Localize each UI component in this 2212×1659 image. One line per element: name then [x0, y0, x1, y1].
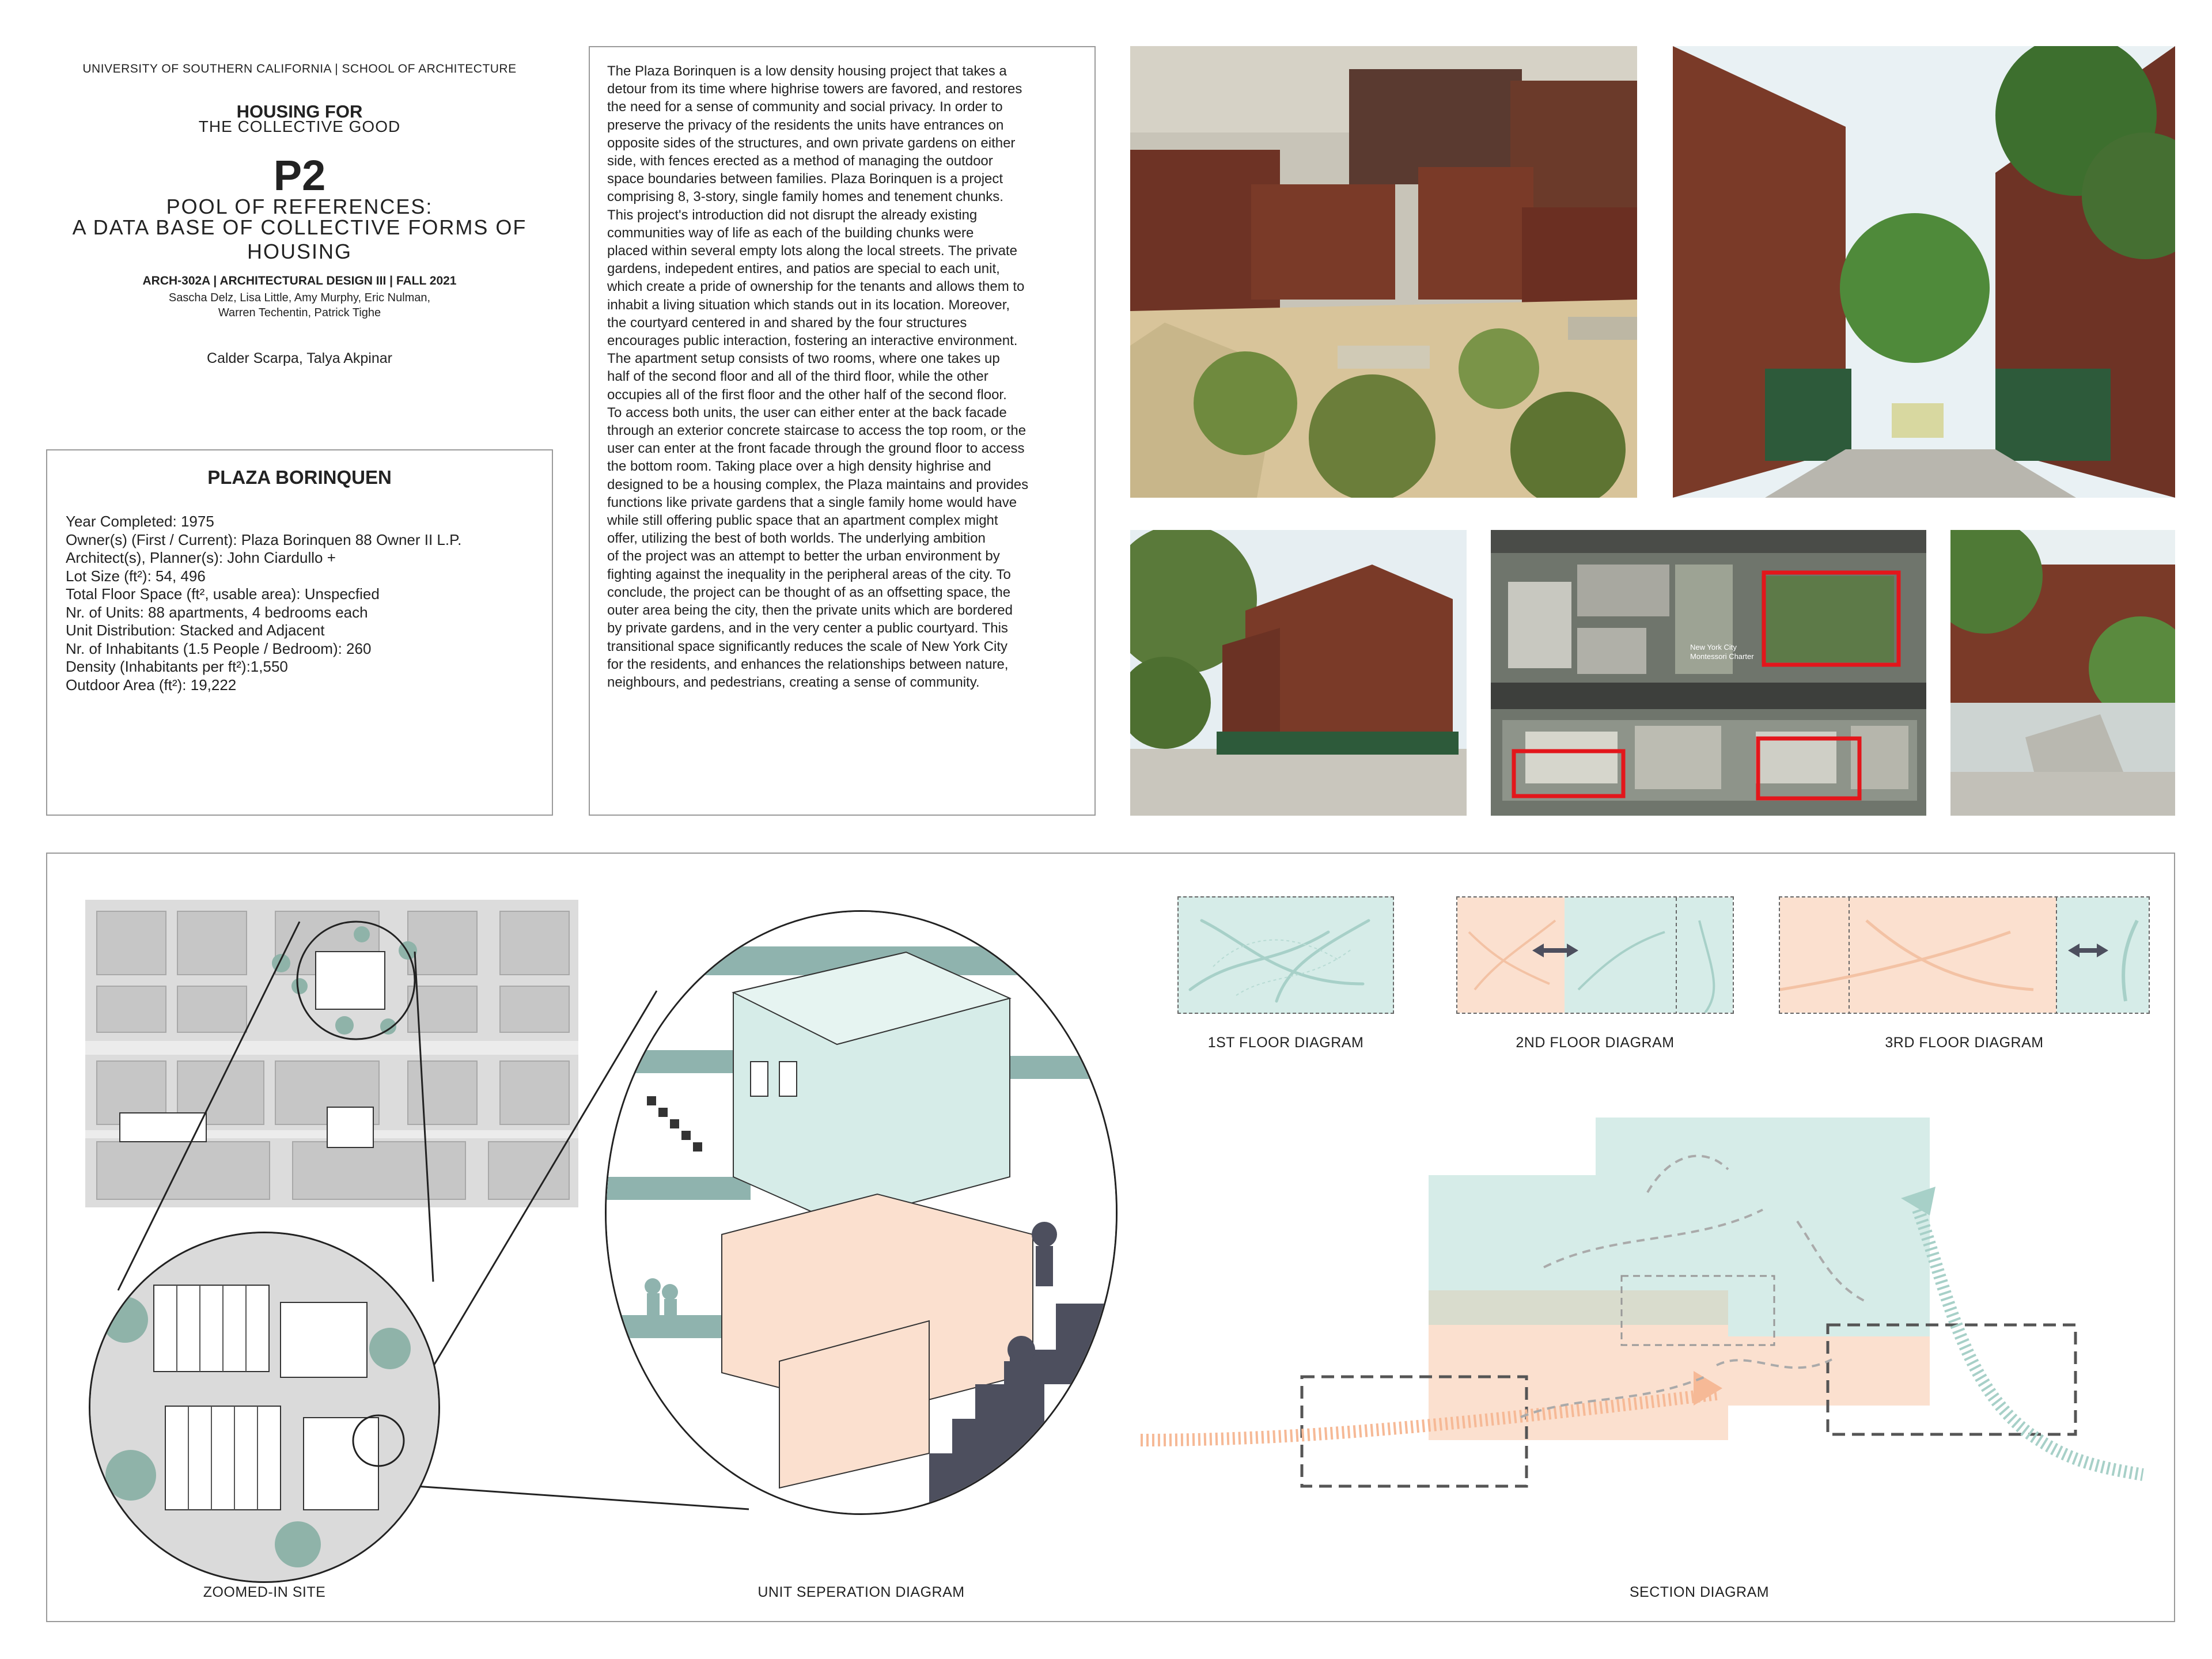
course-title-2: THE COLLECTIVE GOOD	[198, 118, 401, 135]
instructors-line-2: Warren Techentin, Patrick Tighe	[218, 306, 381, 319]
floor-3-diagram	[1779, 896, 2150, 1014]
project-fact: Total Floor Space (ft², usable area): Un…	[66, 585, 380, 603]
description-line: neighbours, and pedestrians, creating a …	[607, 674, 980, 690]
description-box: The Plaza Borinquen is a low density hou…	[589, 46, 1096, 816]
floor-2-diagram	[1456, 896, 1734, 1014]
description-line: by private gardens, and in the very cent…	[607, 620, 1008, 637]
description-line: encourages public interaction, fostering…	[607, 333, 1018, 349]
instructors-line-1: Sascha Delz, Lisa Little, Amy Murphy, Er…	[168, 291, 431, 304]
description-line: which create a pride of ownership for th…	[607, 279, 1025, 295]
unit-separation-caption: UNIT SEPERATION DIAGRAM	[757, 1584, 965, 1600]
description-line: the bottom room. Taking place over a hig…	[607, 459, 991, 475]
description-line: detour from its time where highrise towe…	[607, 81, 1022, 97]
map-label-school: New York City	[1690, 643, 1737, 652]
floor-1-caption: 1ST FLOOR DIAGRAM	[1207, 1035, 1364, 1051]
project-fact: Architect(s), Planner(s): John Ciardullo…	[66, 549, 336, 566]
project-fact: Owner(s) (First / Current): Plaza Borinq…	[66, 531, 462, 548]
course-info: ARCH-302A | ARCHITECTURAL DESIGN III | F…	[142, 274, 457, 287]
school-name: UNIVERSITY OF SOUTHERN CALIFORNIA | SCHO…	[82, 62, 517, 75]
description-line: To access both units, the user can eithe…	[607, 404, 1007, 421]
courtyard-photo	[1130, 46, 1637, 498]
unit-separation-circle	[605, 910, 1118, 1515]
description-line: fighting against the inequality in the p…	[607, 566, 1011, 582]
project-fact: Unit Distribution: Stacked and Adjacent	[66, 622, 325, 639]
description-line: through an exterior concrete staircase t…	[607, 423, 1027, 439]
description-line: transitional space significantly reduces…	[607, 638, 1008, 654]
section-caption: SECTION DIAGRAM	[1629, 1584, 1770, 1600]
map-label-charter: Montessori Charter	[1690, 652, 1754, 661]
floor-2-caption: 2ND FLOOR DIAGRAM	[1516, 1035, 1675, 1051]
description-line: user can enter at the front facade throu…	[607, 441, 1025, 457]
description-line: This project's introduction did not disr…	[607, 207, 978, 223]
alley-photo	[1673, 46, 2175, 498]
description-line: of the project was an attempt to better …	[607, 548, 1000, 565]
description-line: conclude, the project can be thought of …	[607, 584, 1011, 600]
description-line: offer, utilizing the best of both worlds…	[607, 531, 986, 547]
description-line: functions like private gardens that a si…	[607, 494, 1017, 510]
section-diagram	[1141, 1118, 2144, 1488]
description-text: The Plaza Borinquen is a low density hou…	[607, 62, 1085, 691]
project-title-2: A DATA BASE OF COLLECTIVE FORMS OF HOUSI…	[72, 215, 527, 263]
garden-steps-photo	[1950, 530, 2175, 816]
project-name: PLAZA BORINQUEN	[207, 467, 392, 488]
floor-1-diagram	[1177, 896, 1394, 1014]
project-fact: Year Completed: 1975	[66, 513, 214, 530]
description-line: opposite sides of the structures, and ow…	[607, 135, 1016, 151]
project-fact: Outdoor Area (ft²): 19,222	[66, 676, 237, 694]
project-title-1: POOL OF REFERENCES:	[166, 195, 433, 218]
description-line: The Plaza Borinquen is a low density hou…	[607, 63, 1007, 79]
description-line: while still offering public space that a…	[607, 513, 998, 529]
building-corner-photo	[1130, 530, 1467, 816]
description-line: occupies all of the first floor and the …	[607, 387, 1007, 403]
description-line: gardens, indepedent entires, and patios …	[607, 261, 1000, 277]
description-line: the courtyard centered in and shared by …	[607, 315, 967, 331]
floor-3-caption: 3RD FLOOR DIAGRAM	[1885, 1035, 2044, 1051]
site-plan	[85, 900, 578, 1207]
aerial-site-map: New York City Montessori Charter	[1491, 530, 1926, 816]
zoomed-site-circle	[89, 1232, 440, 1583]
description-line: placed within several empty lots along t…	[607, 243, 1017, 259]
description-line: inhabit a living situation which stands …	[607, 297, 1010, 313]
project-fact: Nr. of Units: 88 apartments, 4 bedrooms …	[66, 603, 368, 621]
description-line: communities way of life as each of the b…	[607, 225, 974, 241]
project-code: P2	[273, 151, 326, 199]
project-fact: Lot Size (ft²): 54, 496	[66, 567, 206, 585]
project-fact: Nr. of Inhabitants (1.5 People / Bedroom…	[66, 639, 372, 657]
description-line: for the residents, and enhances the rela…	[607, 656, 1009, 672]
description-line: preserve the privacy of the residents th…	[607, 117, 1004, 133]
description-line: the need for a sense of community and so…	[607, 99, 1003, 115]
description-line: side, with fences erected as a method of…	[607, 153, 993, 169]
course-title-1: HOUSING FOR	[236, 101, 363, 122]
description-line: space boundaries between families. Plaza…	[607, 171, 1003, 187]
description-line: designed to be a housing complex, the Pl…	[607, 476, 1029, 493]
description-line: outer area being the city, then the priv…	[607, 603, 1013, 619]
project-fact: Density (Inhabitants per ft²):1,550	[66, 658, 288, 675]
description-line: half of the second floor and all of the …	[607, 369, 988, 385]
students: Calder Scarpa, Talya Akpinar	[207, 350, 392, 366]
description-line: The apartment setup consists of two room…	[607, 351, 1000, 367]
zoomed-site-caption: ZOOMED-IN SITE	[203, 1584, 326, 1600]
description-line: comprising 8, 3-story, single family hom…	[607, 189, 1003, 205]
